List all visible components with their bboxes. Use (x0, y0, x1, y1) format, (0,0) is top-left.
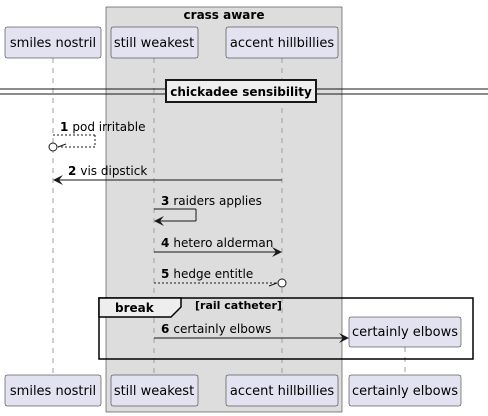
participant-smiles-nostril-top[interactable]: smiles nostril (4, 26, 102, 59)
message-1: 1 pod irritable (48, 120, 145, 152)
participant-label: smiles nostril (10, 36, 96, 51)
participant-smiles-nostril-bottom[interactable]: smiles nostril (4, 374, 102, 407)
participant-label: still weakest (114, 384, 194, 399)
message-number: 2 (68, 164, 76, 178)
participant-group-box (105, 6, 343, 413)
participant-certainly-elbows-bottom[interactable]: certainly elbows (348, 374, 462, 407)
message-label: hedge entitle (173, 267, 253, 281)
message-2: 2 vis dipstick (53, 164, 282, 185)
participant-group-title: crass aware (184, 8, 265, 22)
message-4: 4 hetero alderman (154, 236, 282, 257)
divider: chickadee sensibility (0, 79, 488, 103)
participant-label: accent hillbillies (230, 36, 335, 51)
participant-still-weakest-top[interactable]: still weakest (110, 26, 199, 59)
frame-keyword: break (115, 301, 155, 315)
participant-label: still weakest (114, 36, 194, 51)
message-label: raiders applies (173, 194, 262, 208)
participant-accent-hillbillies-top[interactable]: accent hillbillies (225, 26, 339, 59)
message-number: 3 (161, 194, 169, 208)
message-label: vis dipstick (80, 164, 147, 178)
participant-label: smiles nostril (10, 384, 96, 399)
message-label: hetero alderman (173, 236, 273, 250)
message-5: 5 hedge entitle (154, 267, 287, 288)
participant-label: certainly elbows (352, 325, 458, 340)
message-number: 1 (60, 120, 68, 134)
participant-label: accent hillbillies (230, 384, 335, 399)
message-number: 6 (161, 322, 169, 336)
participant-certainly-elbows-created[interactable]: certainly elbows (348, 316, 462, 348)
frame-condition: [rail catheter] (195, 299, 282, 312)
participant-accent-hillbillies-bottom[interactable]: accent hillbillies (225, 374, 339, 407)
break-frame: break [rail catheter] (98, 297, 474, 360)
divider-label: chickadee sensibility (170, 85, 312, 99)
message-label: pod irritable (72, 120, 145, 134)
message-label: certainly elbows (173, 322, 271, 336)
message-6: 6 certainly elbows (154, 322, 349, 343)
message-number: 4 (161, 236, 169, 250)
message-3: 3 raiders applies (154, 194, 262, 226)
participant-label: certainly elbows (352, 384, 458, 399)
message-number: 5 (161, 267, 169, 281)
participant-still-weakest-bottom[interactable]: still weakest (110, 374, 199, 407)
